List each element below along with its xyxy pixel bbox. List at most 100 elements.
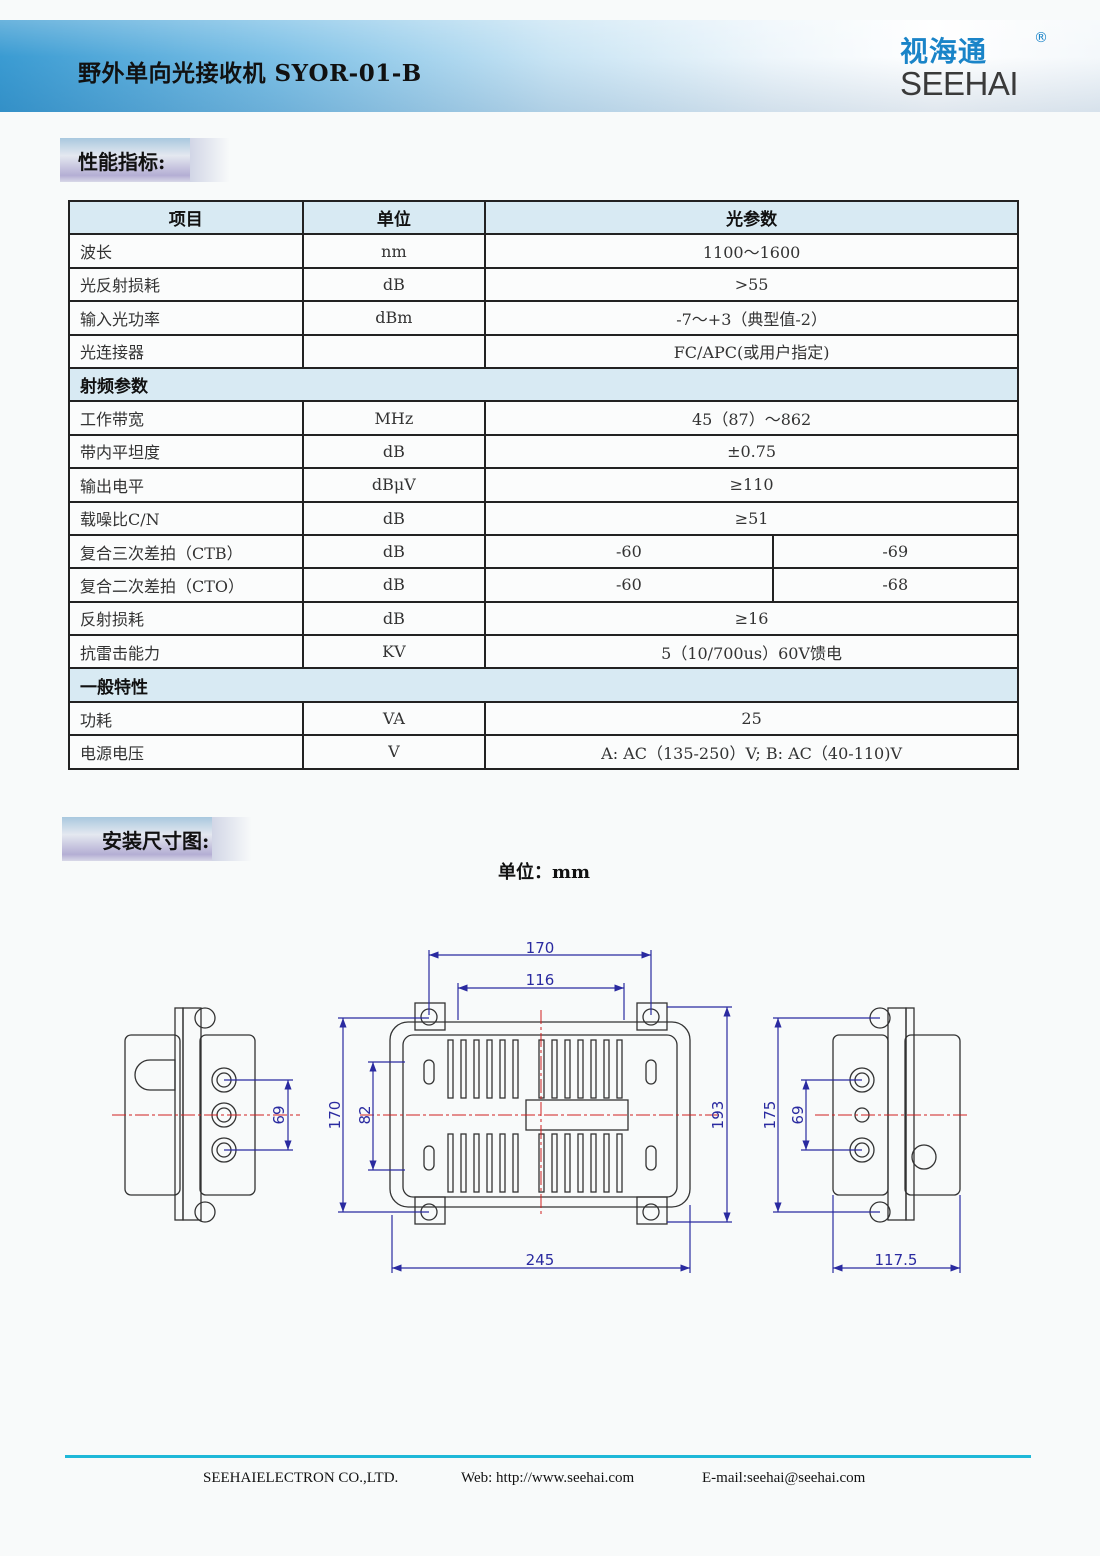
- page-title: 野外单向光接收机 SYOR-01-B: [78, 60, 422, 87]
- dim-inner-height: 82: [356, 1105, 374, 1124]
- heat-fin: [460, 1039, 467, 1099]
- cell-unit: dB: [301, 600, 487, 637]
- cell-value-b: -69: [771, 533, 1020, 570]
- cell-value: 45（87）～862: [484, 400, 1019, 436]
- cell-unit: MHz: [301, 400, 487, 436]
- dim-length: 245: [526, 1251, 555, 1269]
- cell-value-a: -60: [484, 533, 774, 570]
- dim-top-width: 170: [526, 939, 555, 957]
- cell-unit: dBμV: [301, 467, 487, 503]
- cell-item: 复合二次差拍（CTO）: [68, 567, 304, 603]
- cell-unit: nm: [301, 233, 487, 269]
- cell-value: >55: [484, 266, 1019, 303]
- group-label: 射频参数: [68, 366, 1019, 403]
- table-header-row: 项目 单位 光参数: [68, 199, 1019, 236]
- heat-fin: [499, 1133, 506, 1193]
- dim-side-height: 175: [761, 1101, 779, 1130]
- footer-company: SEEHAIELECTRON CO.,LTD.: [203, 1470, 399, 1486]
- group-row-rf: 射频参数: [68, 366, 1019, 403]
- heat-fin: [603, 1133, 610, 1193]
- header-unit: 单位: [301, 199, 487, 236]
- heat-fin: [447, 1133, 454, 1193]
- cell-unit: dBm: [301, 300, 487, 336]
- cell-value: -7～+3（典型值-2）: [484, 300, 1019, 336]
- cell-unit: dB: [301, 533, 487, 570]
- cell-item: 反射损耗: [68, 600, 304, 637]
- table-row: 复合二次差拍（CTO）dB-60-68: [68, 567, 1020, 603]
- cell-value: A: AC（135-250）V; B: AC（40-110)V: [484, 734, 1019, 770]
- cell-item: 输出电平: [68, 467, 304, 503]
- cell-unit: VA: [301, 700, 487, 737]
- cell-unit: dB: [301, 500, 487, 536]
- cell-value: 25: [484, 700, 1019, 737]
- cell-value: ≥51: [484, 500, 1019, 536]
- heat-fin: [473, 1133, 480, 1193]
- dim-inner-width: 116: [526, 971, 555, 989]
- cell-item: 工作带宽: [68, 400, 304, 436]
- cell-unit: dB: [301, 266, 487, 303]
- footer-web: Web: http://www.seehai.com: [461, 1470, 635, 1486]
- dimension-lines: [224, 950, 961, 1273]
- heat-fin: [486, 1039, 493, 1099]
- heat-fin: [551, 1039, 558, 1099]
- heat-fin: [499, 1039, 506, 1099]
- heat-fin: [603, 1039, 610, 1099]
- dim-right-height: 193: [709, 1101, 727, 1130]
- cell-unit: [301, 333, 487, 369]
- dim-side-spacing-right: 69: [788, 1105, 806, 1124]
- cell-item: 功耗: [68, 700, 304, 737]
- cell-item: 载噪比C/N: [68, 500, 304, 536]
- heat-fin: [486, 1133, 493, 1193]
- cell-item: 光连接器: [68, 333, 304, 369]
- heat-fin: [551, 1133, 558, 1193]
- heat-fin: [577, 1133, 584, 1193]
- front-view: [389, 1002, 691, 1225]
- heat-fin: [512, 1039, 519, 1099]
- cell-value: ±0.75: [484, 433, 1019, 470]
- heat-fin: [512, 1133, 519, 1193]
- logo: 视海通 SEEHAI ®: [900, 30, 1048, 102]
- heat-fin: [564, 1133, 571, 1193]
- centerlines: [112, 1010, 968, 1215]
- cell-unit: KV: [301, 634, 487, 670]
- header-value: 光参数: [484, 199, 1019, 236]
- registered-mark: ®: [1034, 30, 1048, 46]
- cell-unit: dB: [301, 433, 487, 470]
- cell-value-a: -60: [484, 567, 774, 603]
- heat-fin: [577, 1039, 584, 1099]
- dim-left-height: 170: [326, 1101, 344, 1130]
- header-item: 项目: [68, 199, 304, 236]
- dim-side-depth: 117.5: [875, 1251, 918, 1269]
- table-row: 复合三次差拍（CTB）dB-60-69: [68, 533, 1020, 570]
- cell-value: 5（10/700us）60V馈电: [484, 634, 1019, 670]
- cell-item: 复合三次差拍（CTB）: [68, 533, 304, 570]
- group-label: 一般特性: [68, 667, 1019, 703]
- heat-fin: [590, 1133, 597, 1193]
- header-banner: [0, 20, 1100, 112]
- heat-fin: [616, 1133, 623, 1193]
- cell-item: 电源电压: [68, 734, 304, 770]
- group-row-general: 一般特性: [68, 667, 1019, 703]
- cell-item: 带内平坦度: [68, 433, 304, 470]
- cell-value: FC/APC(或用户指定): [484, 333, 1019, 369]
- logo-cn: 视海通: [900, 35, 988, 68]
- logo-en: SEEHAI: [900, 65, 1019, 102]
- heat-fin: [473, 1039, 480, 1099]
- table-row: 光连接器 FC/APC(或用户指定): [68, 333, 1019, 369]
- dim-side-spacing-left: 69: [269, 1105, 287, 1124]
- footer-email: E-mail:seehai@seehai.com: [702, 1470, 866, 1486]
- section-heading-performance: 性能指标:: [60, 138, 230, 182]
- cell-item: 输入光功率: [68, 300, 304, 336]
- unit-label: 单位：mm: [497, 862, 591, 883]
